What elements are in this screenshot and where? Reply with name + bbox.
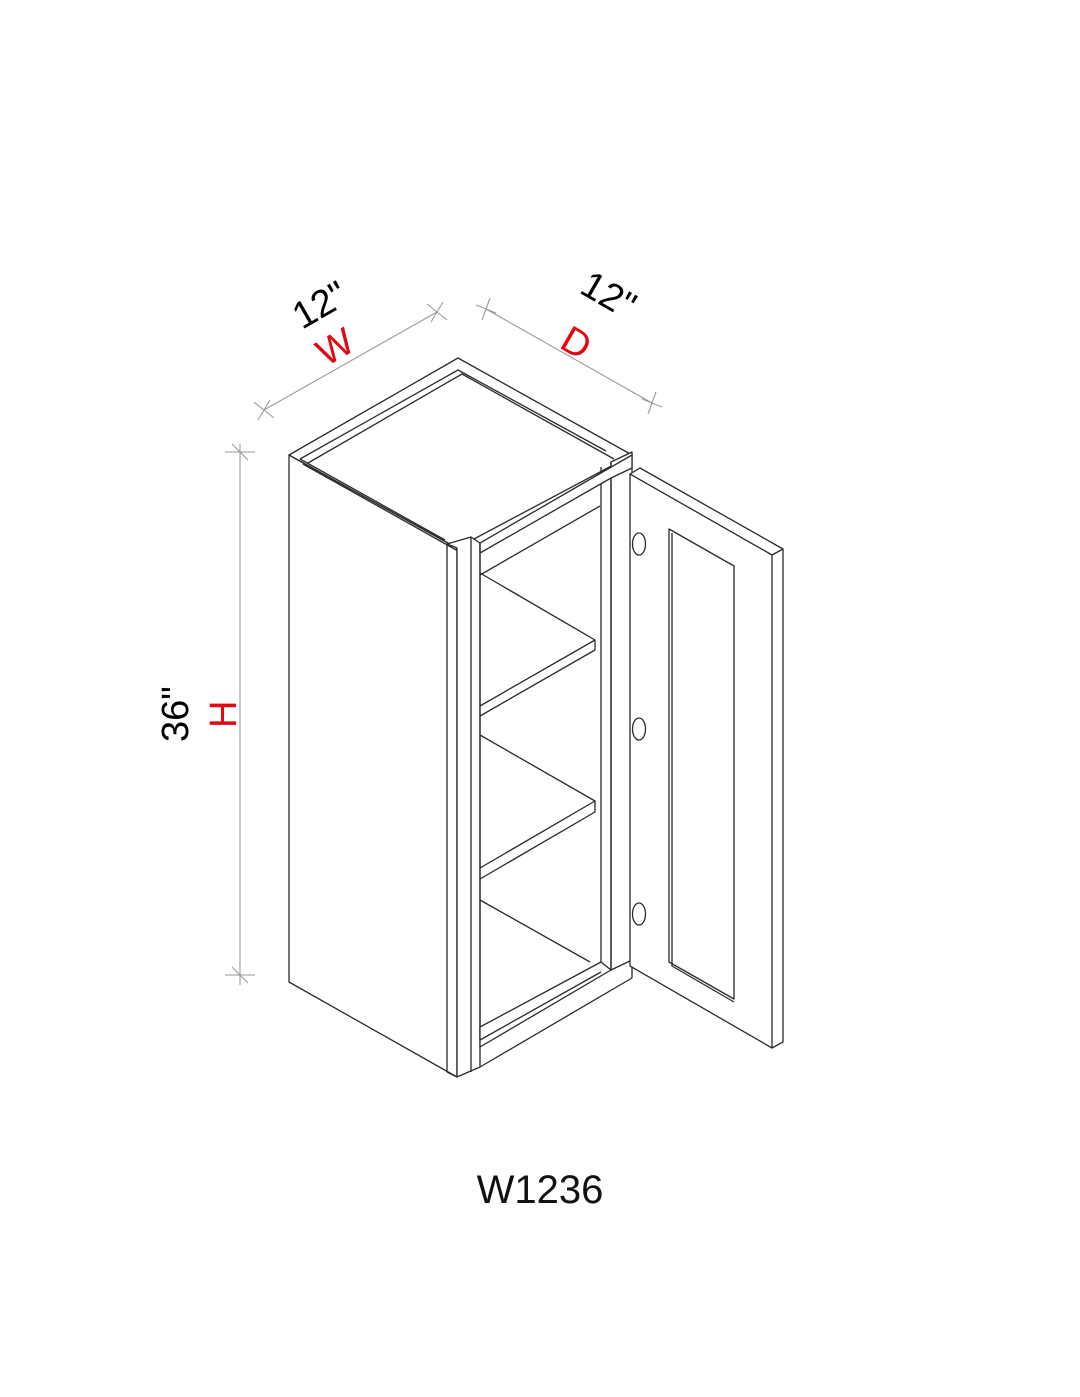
model-number: W1236 <box>476 1168 604 1212</box>
cabinet-body <box>288 357 633 1078</box>
face-frame-right-stile <box>610 451 633 971</box>
hinge-icon <box>631 717 647 741</box>
door-inner-panel <box>668 528 735 1000</box>
depth-label: 12" D <box>554 263 643 368</box>
hinge-icon <box>631 902 647 926</box>
depth-key: D <box>554 318 599 368</box>
width-label: 12" W <box>286 274 362 375</box>
height-label: 36" H <box>155 686 245 742</box>
shelf-1 <box>479 572 596 717</box>
left-side-panel <box>288 454 458 1078</box>
width-dimension-line <box>253 301 448 421</box>
depth-dimension-line <box>475 297 663 415</box>
hinge-icon <box>631 532 647 556</box>
face-frame-bottom-rail <box>479 961 612 1048</box>
shelf-2 <box>479 734 596 880</box>
height-key: H <box>203 701 245 728</box>
depth-value: 12" <box>574 263 643 327</box>
door-panel <box>629 467 784 1049</box>
cabinet-door <box>629 467 784 1049</box>
height-value: 36" <box>155 686 197 742</box>
height-dimension-line <box>225 443 255 985</box>
